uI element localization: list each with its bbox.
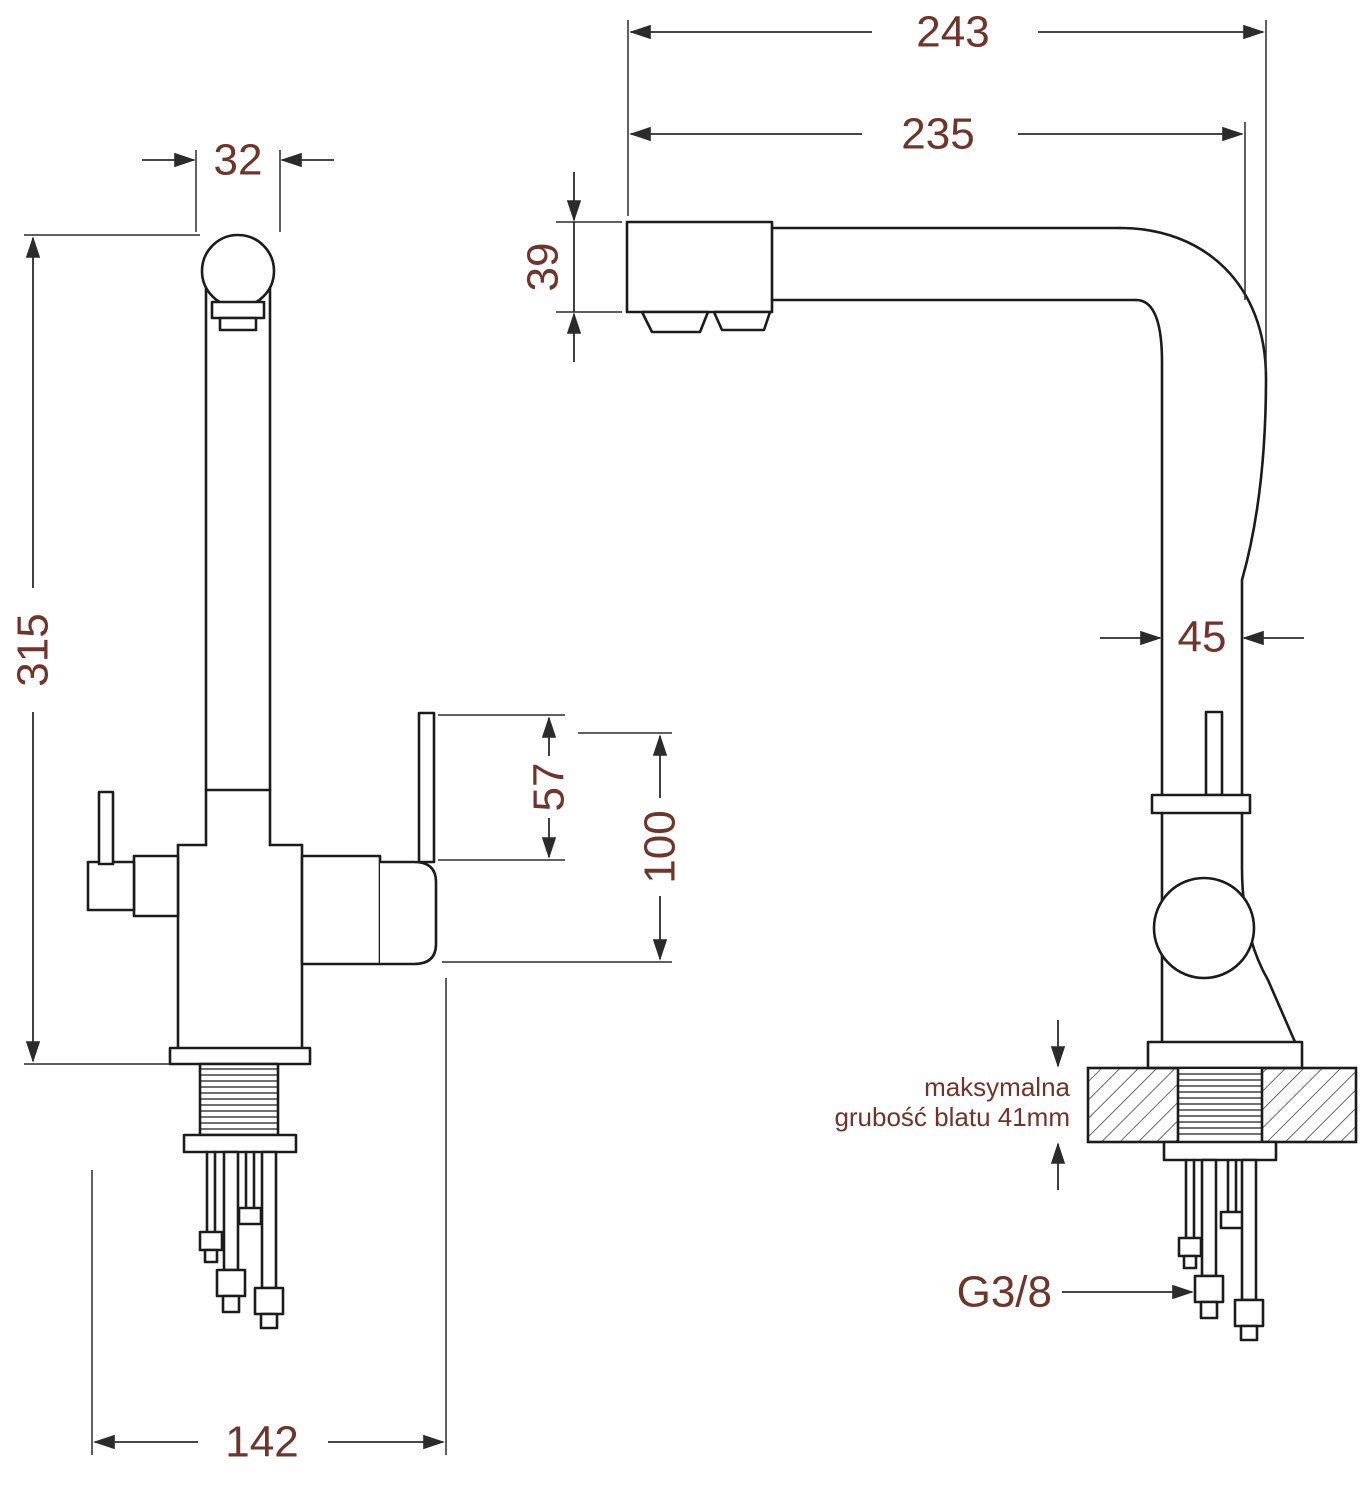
front-thread-lines [201,1068,277,1130]
thread-size-callout: G3/8 [957,1268,1194,1317]
dimension-total-height: 315 [9,234,200,1065]
dim-235-label: 235 [901,110,974,159]
dim-243-label: 243 [916,8,989,57]
dim-39-label: 39 [519,243,568,292]
dimension-width-inner: 235 [629,110,1246,300]
countertop-thickness-note: maksymalna grubość blatu 41mm [834,1020,1071,1190]
front-side-outlet [86,790,180,918]
dim-100-label: 100 [636,810,685,883]
thread-size-label: G3/8 [957,1268,1052,1317]
dimension-base-depth: 142 [91,978,447,1467]
dim-32-label: 32 [214,136,263,185]
side-mounting-hardware [1162,1140,1278,1342]
front-neck [204,286,272,847]
dim-57-label: 57 [525,763,574,812]
dim-142-label: 142 [225,1418,298,1467]
dimension-handle-height: 100 [442,732,685,963]
front-spout-head [200,233,276,332]
dimension-spout-height: 39 [519,172,622,362]
side-body [1146,710,1304,1070]
side-thread-lines [1179,1073,1261,1135]
side-spout [625,220,1268,797]
faucet-side-view: 243 235 39 45 maksymalna g [519,8,1358,1342]
front-handle [300,711,438,966]
dimension-head-width: 32 [142,136,334,232]
note-line-2: grubość blatu 41mm [834,1102,1070,1132]
faucet-front-view: 32 315 57 100 [9,136,685,1467]
dim-315-label: 315 [9,613,58,686]
dimension-lever-length: 57 [438,714,574,861]
dimension-width-top: 243 [627,8,1267,372]
countertop-section [1086,1066,1358,1144]
dimension-pipe-width: 45 [1100,613,1304,662]
dim-45-label: 45 [1178,613,1227,662]
front-mounting-hardware [182,1062,298,1330]
front-body [168,843,312,1066]
note-line-1: maksymalna [924,1072,1070,1102]
